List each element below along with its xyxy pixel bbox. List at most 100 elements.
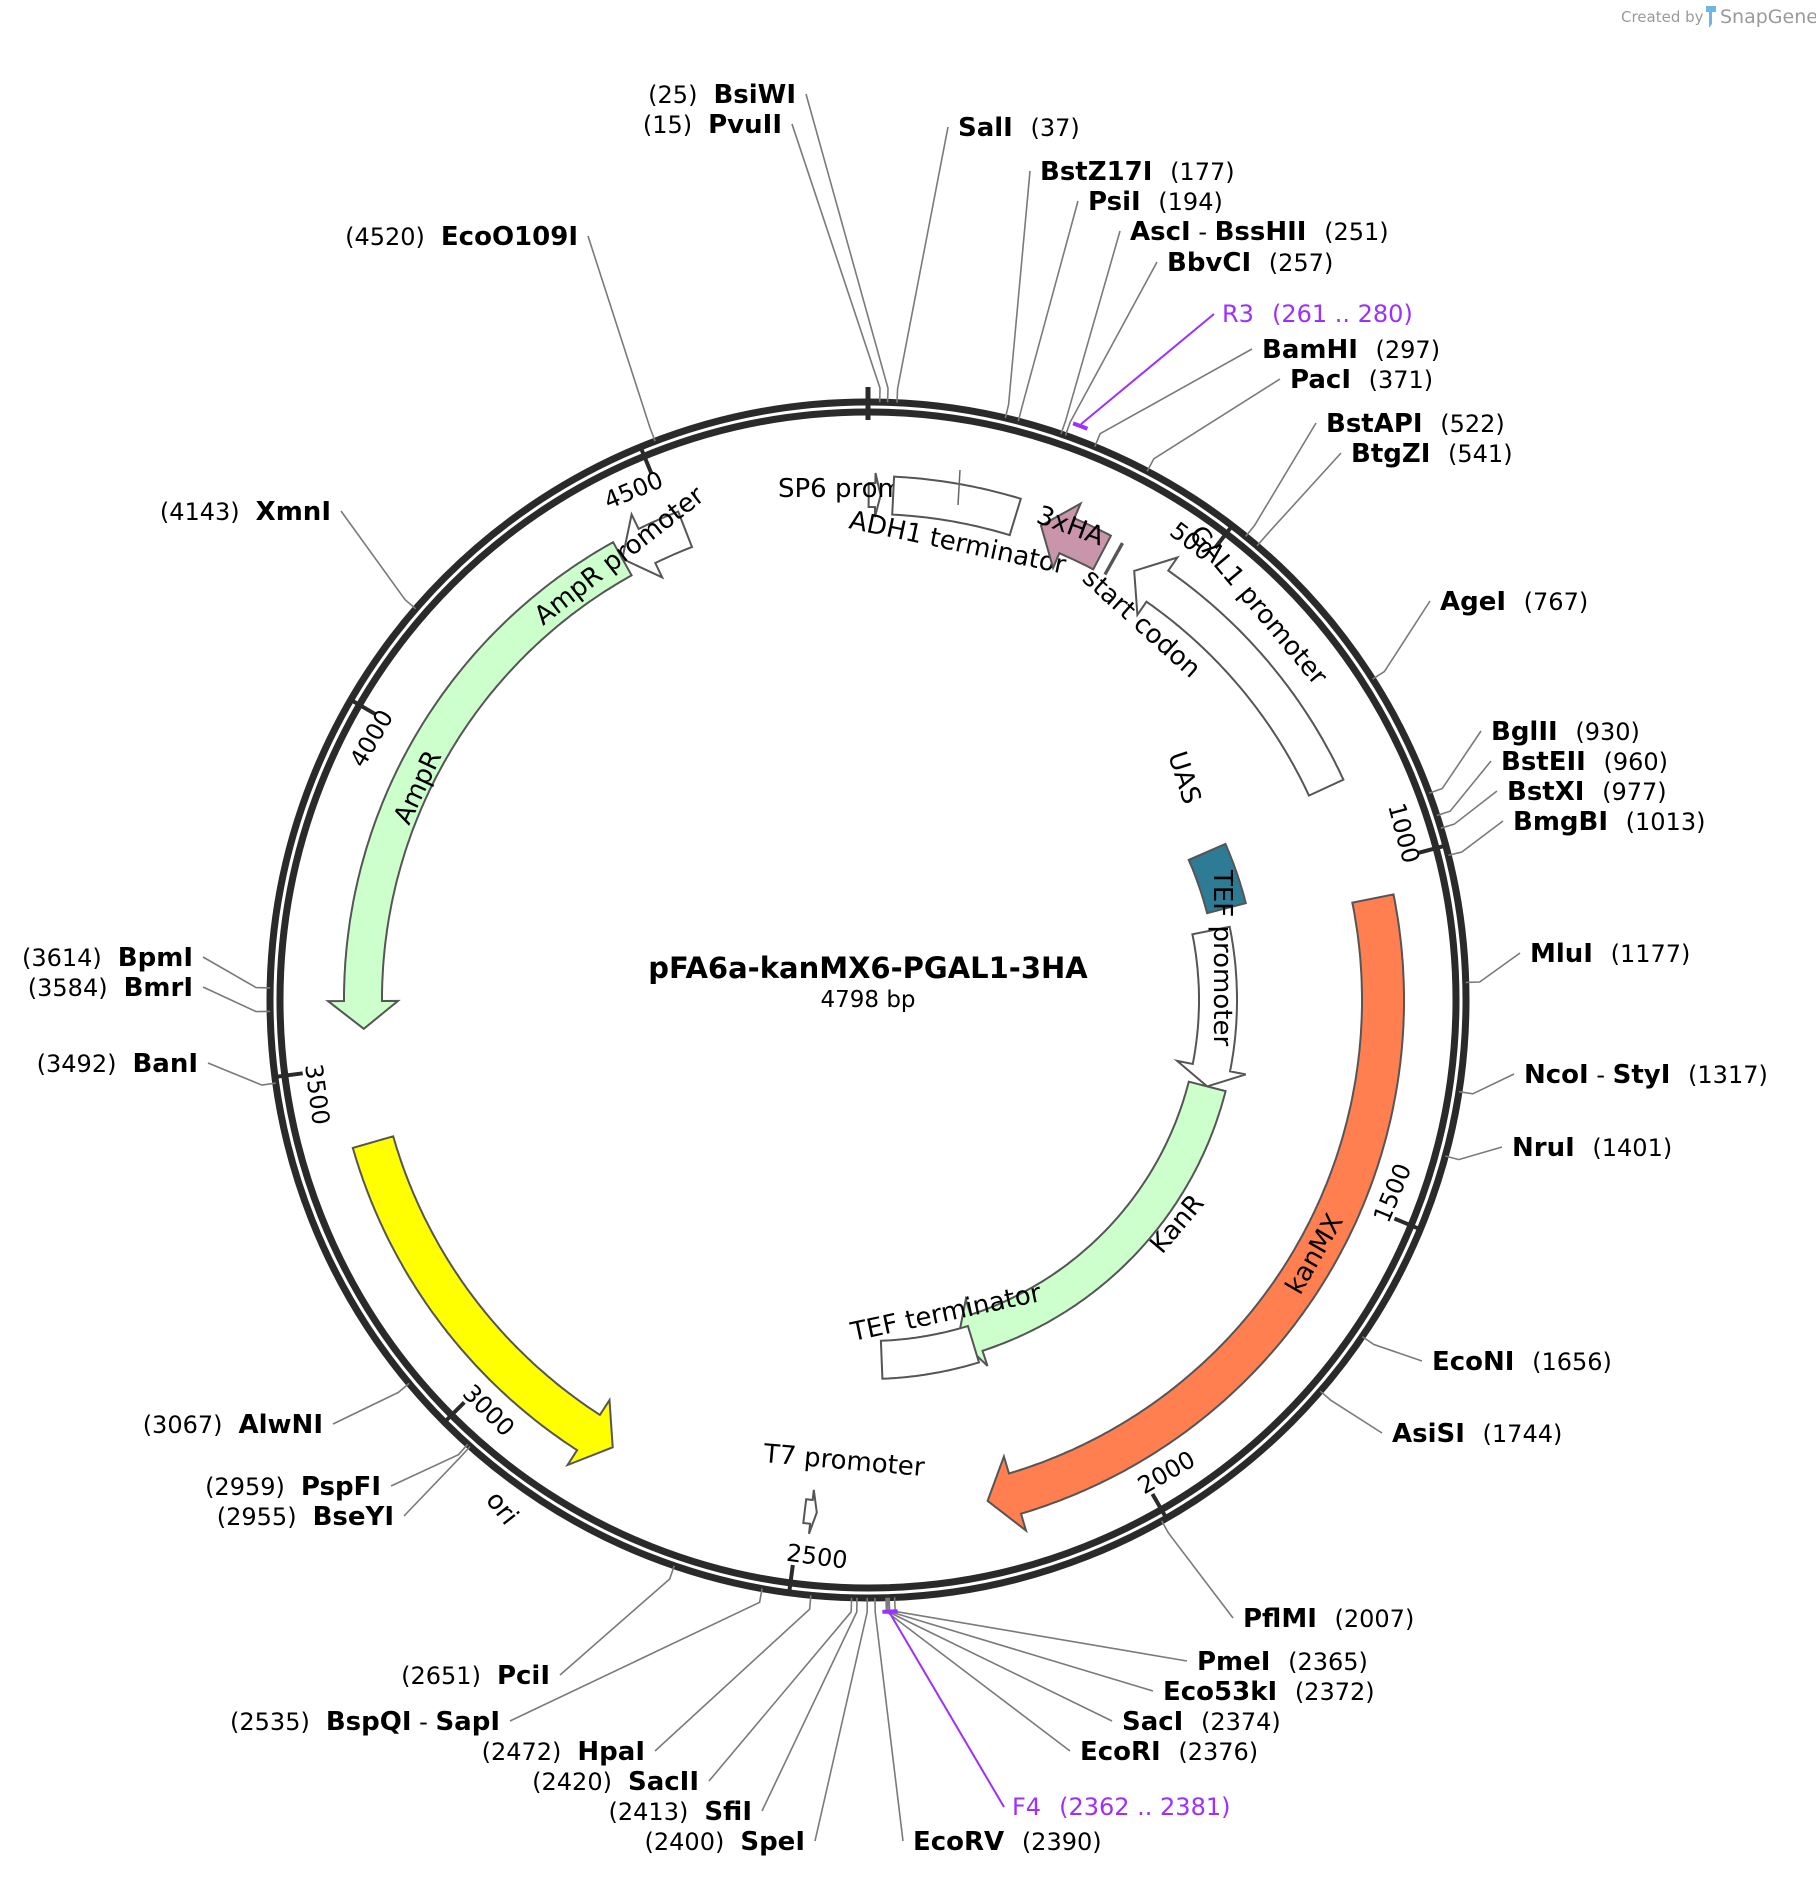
site-asci-bsshii[interactable]: AscI - BssHII (251) [1060,217,1389,435]
primer-label: R3(261 .. 280) [1222,300,1413,328]
site-leader-line [332,1382,410,1425]
site-bmri[interactable]: (3584)BmrI [28,973,271,1013]
adh1-leader-line [957,469,961,506]
feature-tef-promoter[interactable]: TEF promoter [1173,869,1246,1088]
site-hpai[interactable]: (2472)HpaI [482,1595,812,1767]
primer-f4[interactable]: F4(2362 .. 2381) [882,1609,1230,1821]
site-bani[interactable]: (3492)BanI [37,1049,276,1086]
site-position: (2365) [1280,1648,1367,1676]
enzyme-name: XmnI [256,497,331,527]
site-ecorv[interactable]: EcoRV (2390) [874,1597,1102,1857]
site-label: (2959)PspFI [205,1472,381,1502]
enzyme-name: NruI [1512,1133,1575,1163]
feature-label: UAS [1161,748,1206,808]
site-position: (541) [1440,440,1512,468]
site-label: (4520)EcoO109I [345,222,578,252]
site-label: Eco53kI (2372) [1163,1677,1375,1707]
primers: R3(261 .. 280) F4(2362 .. 2381) [882,300,1413,1821]
site-position: (2400) [645,1828,725,1856]
enzyme-name: BstZ17I [1040,157,1152,187]
site-pmei[interactable]: PmeI (2365) [893,1597,1368,1677]
site-pflmi[interactable]: PflMI (2007) [1161,1520,1415,1634]
site-leader-line [207,1062,276,1086]
feature-ampr[interactable]: AmpR [325,540,633,1031]
site-label: (3614)BpmI [22,943,193,973]
site-xmni[interactable]: (4143)XmnI [160,497,417,610]
site-bamhi[interactable]: BamHI (297) [1094,335,1440,448]
feature-shape [1173,925,1246,1088]
site-position: (1317) [1680,1061,1767,1089]
primer-name: F4 [1012,1793,1041,1821]
site-bbvci[interactable]: BbvCI (257) [1064,248,1334,436]
feature-shape [879,1324,981,1380]
feature-uas[interactable]: UAS [1161,748,1248,915]
site-btgzi[interactable]: BtgZI (541) [1256,439,1513,547]
site-asisi[interactable]: AsiSI (1744) [1319,1390,1562,1449]
site-bspqi-sapi[interactable]: (2535)BspQI - SapI [230,1588,763,1738]
site-alwni[interactable]: (3067)AlwNI [143,1382,410,1440]
feature-shape [986,893,1405,1534]
site-ncoi-styi[interactable]: NcoI - StyI (1317) [1458,1060,1768,1095]
site-sali[interactable]: SalI (37) [896,113,1080,403]
feature-t7-promoter[interactable]: T7 promoter [761,1439,926,1535]
feature-shape [891,475,1023,537]
site-bpmi[interactable]: (3614)BpmI [22,943,271,989]
site-label: (2472)HpaI [482,1737,645,1767]
site-leader-line [761,1597,858,1812]
feature-shape [957,1080,1227,1367]
site-bstxi[interactable]: BstXI (977) [1440,777,1667,829]
credit-prefix: Created by [1621,8,1704,26]
site-nrui[interactable]: NruI (1401) [1445,1133,1672,1163]
snapgene-credit[interactable]: Created by SnapGene [1621,6,1816,28]
site-position: (4520) [345,223,425,251]
site-bglii[interactable]: BglII (930) [1428,717,1640,795]
enzyme-name: BtgZI [1351,439,1430,469]
site-label: BmgBI (1013) [1513,807,1705,837]
site-position: (2007) [1327,1605,1414,1633]
enzyme-name: BmrI [124,973,193,1003]
site-bmgbi[interactable]: BmgBI (1013) [1448,807,1705,857]
site-position: (2955) [217,1503,297,1531]
enzyme-name: BbvCI [1167,248,1251,278]
site-spei[interactable]: (2400) SpeI [645,1598,869,1857]
site-label: BbvCI (257) [1167,248,1333,278]
site-econi[interactable]: EcoNI (1656) [1361,1335,1612,1377]
enzyme-name: SalI [958,113,1013,143]
site-position: (371) [1361,366,1433,394]
enzyme-name: BstXI [1507,777,1584,807]
enzyme-name: AscI [1130,217,1191,247]
enzyme-name: AsiSI [1392,1419,1465,1449]
site-mlui[interactable]: MluI (1177) [1465,939,1691,984]
site-pvuii[interactable]: (15)PvuII [643,110,881,403]
site-sfii[interactable]: (2413)SfiI [609,1597,858,1827]
site-label: (3067)AlwNI [143,1410,323,1440]
primer-r3[interactable]: R3(261 .. 280) [1072,300,1413,431]
site-leader-line [1445,1146,1503,1161]
site-psii[interactable]: PsiI (194) [1017,187,1223,422]
enzyme-name: StyI [1613,1060,1671,1090]
site-pspfi[interactable]: (2959)PspFI [205,1443,469,1502]
feature-3xha[interactable]: 3xHA [1033,500,1113,571]
enzyme-name: BamHI [1262,335,1358,365]
site-eco53ki[interactable]: Eco53kI (2372) [888,1597,1375,1707]
site-bseyi[interactable]: (2955)BseYI [217,1445,471,1532]
site-leader-line [654,1595,812,1752]
site-agei[interactable]: AgeI (767) [1372,587,1589,680]
site-leader-line [1094,348,1253,448]
site-paci[interactable]: PacI (371) [1146,365,1433,472]
site-leader-line [587,235,656,442]
site-leader-line [805,93,889,403]
enzyme-name: SpeI [740,1827,805,1857]
site-position: (1401) [1585,1134,1672,1162]
site-sacii[interactable]: (2420)SacII [532,1597,853,1797]
feature-ori[interactable]: ori [351,1135,614,1531]
site-ecoo109i[interactable]: (4520)EcoO109I [345,222,656,442]
feature-kanr[interactable]: KanR [957,1080,1227,1367]
site-bsiwi[interactable]: (25)BsiWI [648,80,889,403]
site-pcii[interactable]: (2651)PciI [401,1565,675,1691]
site-bstapi[interactable]: BstAPI (522) [1245,409,1505,537]
site-label: EcoNI (1656) [1432,1347,1612,1377]
site-bsteii[interactable]: BstEII (960) [1436,747,1668,817]
site-bstz17i[interactable]: BstZ17I (177) [1004,157,1235,419]
site-position: (1656) [1524,1348,1611,1376]
